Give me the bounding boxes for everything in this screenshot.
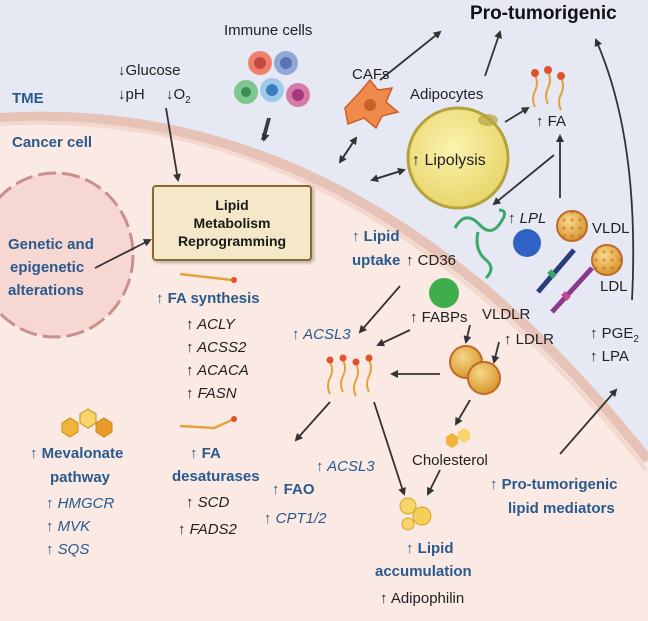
fa-gene-acaca: ↑ ACACA xyxy=(186,362,249,379)
cell-membrane-outer xyxy=(0,111,648,464)
lipid-uptake-line-2: uptake xyxy=(352,252,401,269)
tme-label: TME xyxy=(12,90,44,107)
fa-label: ↑ FA xyxy=(536,113,567,130)
o2-label: ↓O2 xyxy=(166,86,191,106)
adipophilin-label: ↑ Adipophilin xyxy=(380,590,465,607)
fao-acsl3-label: ↑ ACSL3 xyxy=(316,458,375,475)
acsl3-top-label: ↑ ACSL3 xyxy=(292,326,351,343)
vldl-label: VLDL xyxy=(592,220,630,237)
fatty-acids-pool-icon xyxy=(327,359,372,397)
mediators-line-2: lipid mediators xyxy=(508,500,615,517)
cancer-cell-label: Cancer cell xyxy=(12,134,93,151)
mevalonate-title-1: ↑ Mevalonate xyxy=(30,445,124,462)
mevalonate-title-2: pathway xyxy=(50,469,111,486)
desaturases-title-1: ↑ FA xyxy=(190,445,221,462)
fa-chain-icon xyxy=(179,272,233,282)
adipocyte-icon xyxy=(406,106,510,210)
fa-gene-acss2: ↑ ACSS2 xyxy=(186,339,247,356)
cholesterol-label: Cholesterol xyxy=(412,452,488,469)
pge2-label: ↑ PGE2 xyxy=(590,325,639,345)
desat-gene-fads2: ↑ FADS2 xyxy=(178,521,237,538)
cd36-transporter-icon xyxy=(453,208,506,280)
ph-label: ↓pH xyxy=(118,86,145,103)
fatty-acid-icon xyxy=(532,71,564,111)
desaturase-chain-icon xyxy=(179,418,233,430)
accumulation-line-2: accumulation xyxy=(375,563,472,580)
diagram-title: Pro-tumorigenic xyxy=(470,3,617,24)
desat-gene-scd: ↑ SCD xyxy=(186,494,230,511)
fao-cpt-label: ↑ CPT1/2 xyxy=(264,510,327,527)
lipid-uptake-line-1: ↑ Lipid xyxy=(352,228,400,245)
fabps-label: ↑ FABPs xyxy=(410,309,468,326)
cd36-label: ↑ CD36 xyxy=(406,252,457,269)
immune-cells-icon xyxy=(234,51,310,107)
fa-gene-acly: ↑ ACLY xyxy=(186,316,235,333)
adipocytes-label: Adipocytes xyxy=(410,86,484,103)
arrows xyxy=(94,30,635,496)
mevalonate-hexagons-icon xyxy=(61,408,113,438)
lipolysis-label: ↑ Lipolysis xyxy=(412,152,486,169)
accumulation-line-1: ↑ Lipid xyxy=(406,540,454,557)
fa-synthesis-title: ↑ FA synthesis xyxy=(156,290,260,307)
glucose-label: ↓Glucose xyxy=(118,62,181,79)
nucleus xyxy=(0,171,135,339)
lpa-label: ↑ LPA xyxy=(590,348,629,365)
lipid-metabolism-box: Lipid Metabolism Reprogramming xyxy=(152,185,312,261)
mev-gene-mvk: ↑ MVK xyxy=(46,518,91,535)
center-line-3: Reprogramming xyxy=(177,233,287,249)
lipoprotein-receptor-icon xyxy=(536,248,594,314)
lipid-droplets-icon xyxy=(399,497,432,531)
fabp-icon xyxy=(429,278,459,308)
mediators-line-1: ↑ Pro-tumorigenic xyxy=(490,476,618,493)
ldlr-label: ↑ LDLR xyxy=(504,331,555,348)
ldl-label: LDL xyxy=(600,278,628,295)
cholesterol-icon xyxy=(446,428,470,448)
vldlr-label: VLDLR xyxy=(482,306,531,323)
center-line-1: Lipid xyxy=(215,197,249,213)
fa-gene-fasn: ↑ FASN xyxy=(186,385,237,402)
genetic-line-1: Genetic and xyxy=(8,236,94,253)
genetic-line-3: alterations xyxy=(8,282,84,299)
lpl-icon xyxy=(513,229,541,257)
cell-membrane-inner xyxy=(0,120,648,472)
mev-gene-hmgcr: ↑ HMGCR xyxy=(46,495,115,512)
fao-title: ↑ FAO xyxy=(272,481,315,498)
desaturases-title-2: desaturases xyxy=(172,468,260,485)
lpl-label: ↑ LPL xyxy=(508,210,547,227)
mev-gene-sqs: ↑ SQS xyxy=(46,541,90,558)
genetic-line-2: epigenetic xyxy=(10,259,85,276)
center-line-2: Metabolism xyxy=(193,215,271,231)
cafs-label: CAFs xyxy=(352,66,390,83)
immune-cells-label: Immune cells xyxy=(224,22,313,39)
